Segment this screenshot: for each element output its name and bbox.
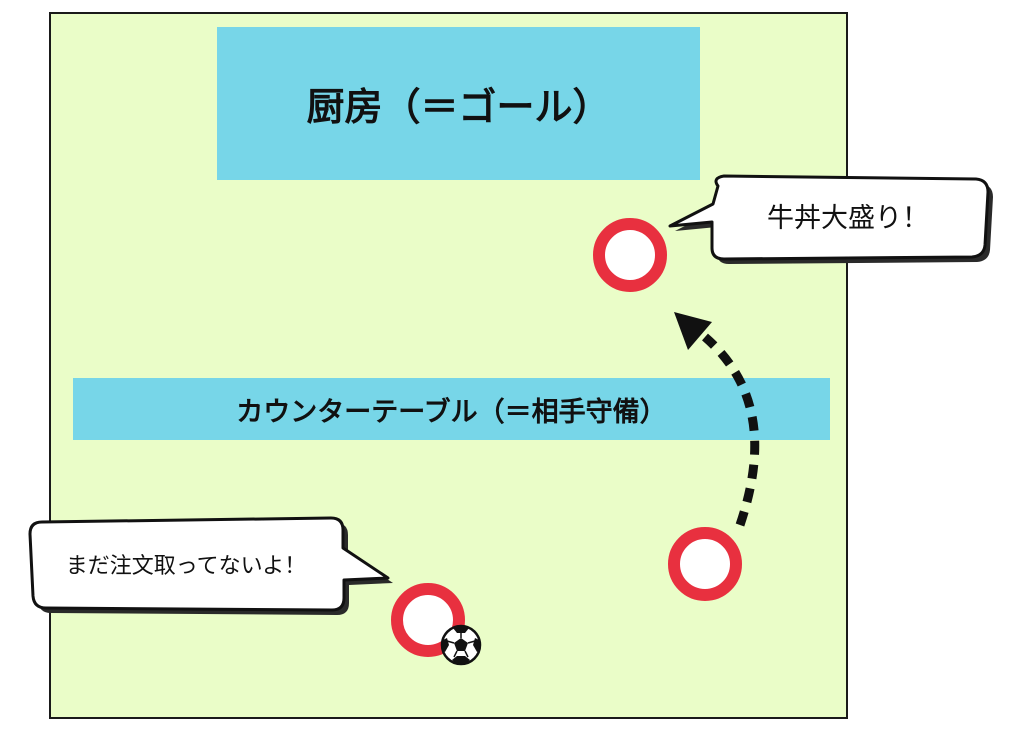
counter-defense-label: カウンターテーブル（＝相手守備） bbox=[236, 396, 667, 428]
counter-defense-zone: カウンターテーブル（＝相手守備） bbox=[73, 378, 830, 440]
kitchen-goal-label: 厨房（＝ゴール） bbox=[306, 85, 611, 129]
kitchen-goal-zone: 厨房（＝ゴール） bbox=[217, 27, 700, 180]
